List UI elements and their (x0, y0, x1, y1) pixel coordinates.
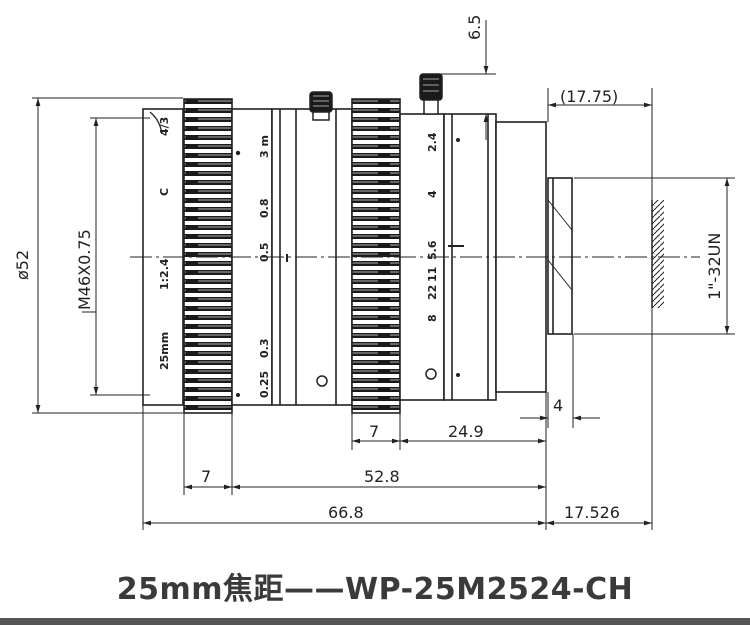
dim-filter-thread: M46X0.75 (75, 229, 94, 310)
dim-focus-ring-width: 7 (201, 467, 211, 486)
fstop-2-4: 2.4 (426, 132, 439, 152)
distance-0-5: 0.5 (258, 243, 271, 263)
dim-middle-length: 52.8 (364, 467, 400, 486)
focus-lock-screw[interactable] (309, 91, 333, 121)
fstop-4: 4 (426, 190, 439, 198)
marking-aperture-max: 1:2.4 (158, 258, 171, 290)
dimension-lines (32, 20, 735, 530)
engraving-dots (235, 138, 460, 397)
iris-lock-screw[interactable] (419, 73, 443, 115)
dim-outer-diameter: ø52 (13, 250, 32, 280)
fstop-11: 11 (426, 267, 439, 282)
footer-bar (0, 618, 750, 625)
iris-ring-knurl (351, 98, 401, 414)
distance-0-25: 0.25 (258, 371, 271, 398)
mount-thread (547, 177, 573, 335)
sensor-plane (651, 200, 664, 308)
dim-rear-length: 24.9 (448, 422, 484, 441)
product-caption: 25mm焦距——WP-25M2524-CH (116, 572, 634, 607)
fstop-5-6: 5.6 (426, 240, 439, 260)
lens-markings: 4/3 C 1:2.4 25mm 3 m 0.8 0.5 0.3 0.25 2.… (158, 117, 439, 398)
fstop-22: 22 (426, 285, 439, 300)
marking-focal: 25mm (158, 332, 171, 370)
dim-top-gap: 6.5 (465, 15, 484, 40)
dim-total-length: 66.8 (328, 503, 364, 522)
marking-format: 4/3 (158, 117, 171, 136)
dim-back-clearance: (17.75) (560, 87, 618, 106)
dim-flange-step: 4 (553, 396, 563, 415)
focus-ring-knurl (183, 98, 233, 414)
dim-flange-distance: 17.526 (564, 503, 620, 522)
distance-0-8: 0.8 (258, 199, 271, 219)
distance-3m: 3 m (258, 135, 271, 158)
dim-mount-thread: 1"-32UN (705, 233, 724, 300)
dim-iris-ring-width: 7 (369, 422, 379, 441)
fstop-8: 8 (426, 314, 439, 322)
distance-0-3: 0.3 (258, 339, 271, 359)
marking-mount: C (158, 188, 171, 196)
lens-body (142, 98, 573, 414)
